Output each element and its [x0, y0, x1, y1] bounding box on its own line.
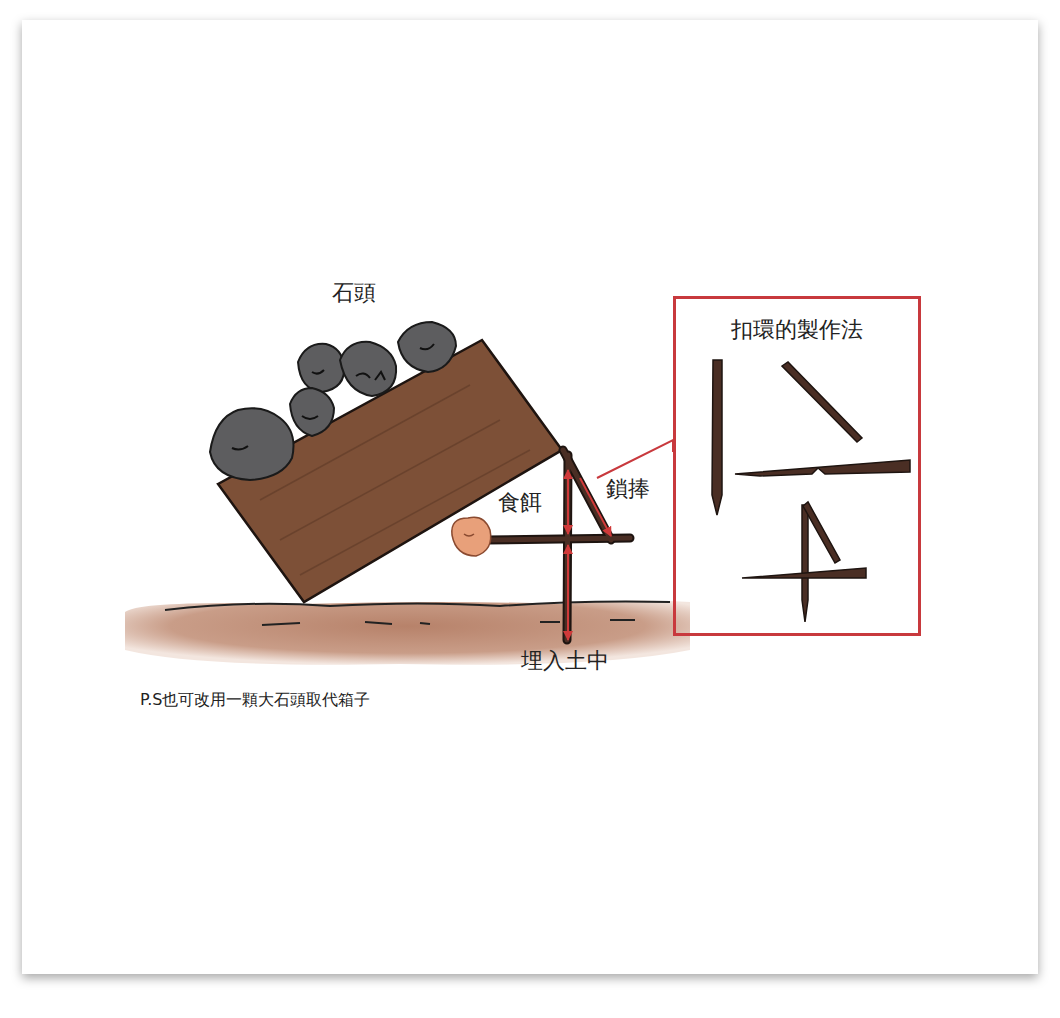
part-label: 鎖捧	[606, 476, 650, 502]
note: P.S也可改用一顆大石頭取代箱子	[140, 690, 370, 709]
part-label: 埋入土中	[521, 648, 609, 674]
inset-box: 扣環的製作法	[673, 296, 921, 636]
part-label: 石頭	[332, 280, 376, 306]
inset-heading: 扣環的製作法	[676, 299, 918, 345]
part-label: 食餌	[498, 490, 542, 516]
